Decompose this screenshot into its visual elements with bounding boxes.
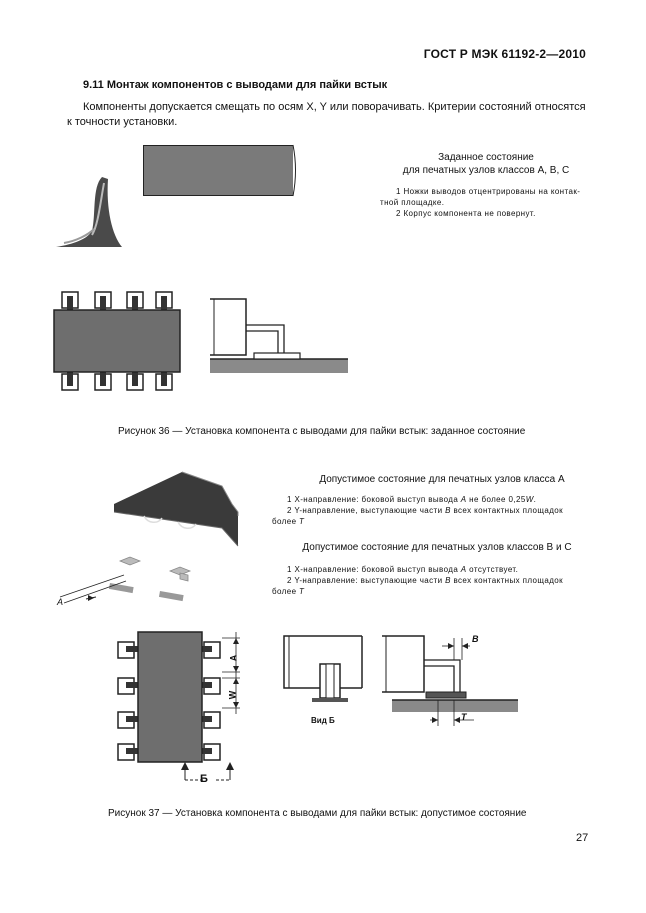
fig37-classA-note1-suffix: не более 0,25 (466, 495, 526, 504)
fillet-lead-illustration (56, 177, 122, 247)
top-view-pad-band (143, 144, 296, 197)
fig37-iso-pads (59, 556, 192, 604)
fig37-label-b-view: Б (200, 773, 208, 785)
fig37-label-a-dim: A (228, 654, 239, 662)
fig37-classBC-note2-var: B (445, 576, 451, 585)
fig37-classA-note2-b: всех контактных площадок (450, 506, 564, 515)
fig37-label-a-iso: A (57, 597, 64, 607)
fig37-side-view (382, 635, 518, 726)
fig37-classA-note2: 2 Y-направление, выступающие части B все… (287, 505, 563, 516)
fig37-classBC-note2-line2: более T (272, 586, 304, 597)
fig37-view-label: Вид Б (311, 716, 335, 725)
fig37-classA-note2-var: B (445, 506, 451, 515)
fig36-side-view (210, 298, 348, 373)
fig36-state-title-line1: Заданное состояние (438, 152, 534, 163)
fig37-classA-note1-w: W (525, 495, 534, 504)
fig37-classBC-note1-var: A (460, 565, 467, 574)
fig37-classBC-note2-b: всех контактных площадок (450, 576, 564, 585)
fig37-classA-note2-line2: более T (272, 516, 304, 527)
section-intro-paragraph: Компоненты допускается смещать по осям X… (67, 101, 586, 128)
fig37-classBC-note1-suffix: отсутствует. (466, 565, 519, 574)
fig36-caption: Рисунок 36 — Установка компонента с выво… (118, 426, 526, 437)
fig37-label-w-dim: W (227, 690, 238, 700)
fig37-classA-note2-c: более (272, 517, 300, 526)
fig36-note1-line2: тной площадке. (380, 198, 445, 207)
fig37-classBC-note2: 2 Y-направление: выступающие части B все… (287, 575, 563, 586)
fig37-classBC-note2-a: 2 Y-направление: выступающие части (287, 576, 446, 585)
fig37-label-b-dim: B (472, 634, 479, 644)
fig37-classA-note1-prefix: 1 X-направление: боковой выступ вывода (287, 495, 461, 504)
fig36-state-title-line2: для печатных узлов классов A, B, C (402, 165, 570, 176)
fig37-classA-note2-t: T (299, 517, 305, 526)
fig37-classBC-note2-t: T (299, 587, 305, 596)
standard-code-header: ГОСТ Р МЭК 61192-2—2010 (423, 47, 586, 61)
fig37-label-t-dim: T (461, 712, 467, 722)
section-title: 9.11 Монтаж компонентов с выводами для п… (83, 79, 388, 91)
fig37-classBC-note1-prefix: 1 X-направление: боковой выступ вывода (287, 565, 461, 574)
fig37-classBC-title: Допустимое состояние для печатных узлов … (302, 542, 572, 553)
fig37-classA-note1-var: A (460, 495, 467, 504)
page-number: 27 (576, 832, 589, 844)
fig37-view-b-front (283, 635, 363, 702)
fig36-note1-line1: 1 Ножки выводов отцентрированы на контак… (396, 187, 581, 196)
fig37-soic-top-view (117, 631, 240, 781)
fig36-note2: 2 Корпус компонента не повернут. (396, 209, 536, 218)
fig37-classBC-note2-c: более (272, 587, 300, 596)
fig36-soic-top-view (53, 291, 181, 391)
fig37-classBC-note1: 1 X-направление: боковой выступ вывода A… (287, 564, 518, 575)
fig37-caption: Рисунок 37 — Установка компонента с выво… (108, 808, 527, 819)
fig37-classA-title: Допустимое состояние для печатных узлов … (319, 474, 565, 485)
fig37-component-3d (113, 471, 239, 547)
fig37-classA-note2-a: 2 Y-направление, выступающие части (287, 506, 446, 515)
fig37-classA-note1: 1 X-направление: боковой выступ вывода A… (287, 495, 537, 504)
